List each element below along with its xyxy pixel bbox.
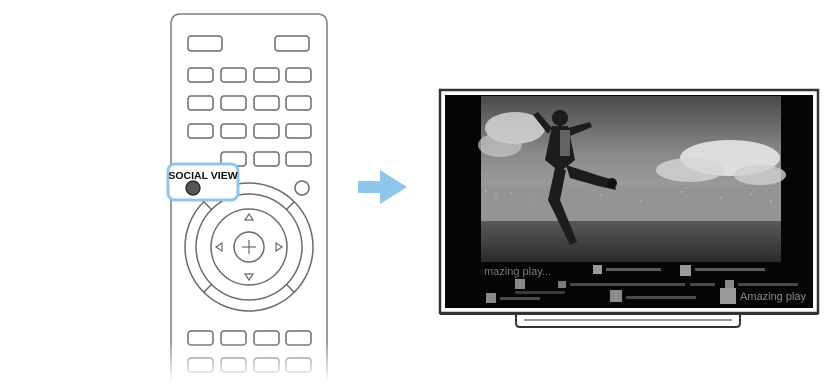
remote-grid-button[interactable] bbox=[254, 96, 279, 110]
feed-avatar bbox=[720, 288, 736, 304]
social-view-highlight: SOCIAL VIEW bbox=[168, 164, 238, 200]
feed-avatar bbox=[515, 279, 525, 289]
remote-control: SOCIAL VIEW bbox=[165, 14, 335, 382]
remote-grid-button[interactable] bbox=[188, 68, 213, 82]
remote-top-left-button[interactable] bbox=[188, 36, 222, 51]
tv-photo bbox=[478, 96, 786, 262]
remote-grid-button[interactable] bbox=[286, 96, 311, 110]
remote-grid-button[interactable] bbox=[254, 152, 279, 166]
feed-avatar bbox=[486, 293, 496, 303]
remote-grid-button[interactable] bbox=[221, 96, 246, 110]
remote-round-button[interactable] bbox=[295, 181, 309, 195]
social-view-button[interactable] bbox=[186, 181, 200, 195]
feed-avatar bbox=[610, 290, 622, 302]
remote-grid-button[interactable] bbox=[286, 124, 311, 138]
feed-avatar bbox=[725, 280, 734, 289]
remote-dpad bbox=[185, 183, 313, 311]
remote-top-right-button[interactable] bbox=[275, 36, 309, 51]
tv-caption-main: mazing play... bbox=[484, 266, 551, 278]
remote-grid-button[interactable] bbox=[286, 152, 311, 166]
right-arrow-icon bbox=[358, 170, 407, 204]
television: mazing play... Amazing play bbox=[440, 90, 818, 327]
feed-avatar bbox=[593, 265, 602, 274]
remote-grid-button[interactable] bbox=[286, 68, 311, 82]
remote-grid-button[interactable] bbox=[221, 68, 246, 82]
tv-stand bbox=[440, 312, 818, 327]
remote-grid-button[interactable] bbox=[188, 124, 213, 138]
remote-grid-button[interactable] bbox=[254, 124, 279, 138]
remote-grid-button[interactable] bbox=[254, 68, 279, 82]
social-view-label: SOCIAL VIEW bbox=[168, 170, 237, 182]
remote-grid-button[interactable] bbox=[188, 96, 213, 110]
feed-avatar bbox=[680, 265, 691, 276]
remote-grid-button[interactable] bbox=[221, 124, 246, 138]
tv-caption-secondary: Amazing play bbox=[740, 291, 807, 303]
